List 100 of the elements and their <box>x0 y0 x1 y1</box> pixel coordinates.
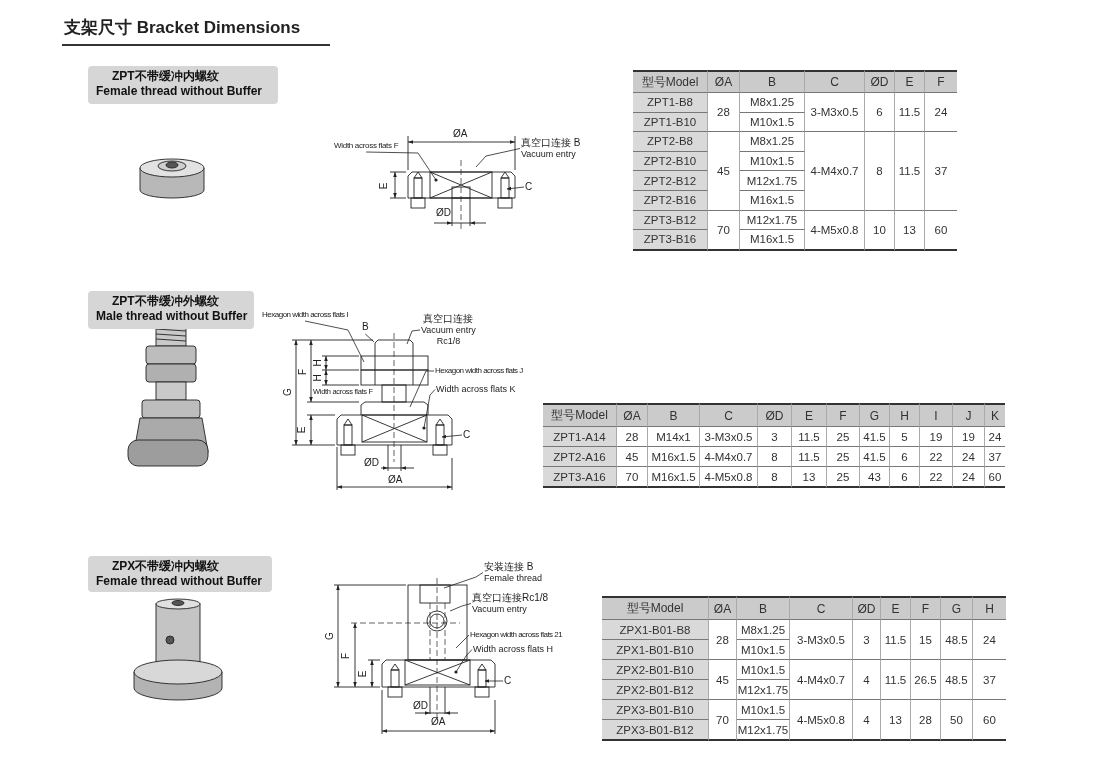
header-cell: F <box>827 403 860 427</box>
table-cell: M12x1.75 <box>737 680 790 700</box>
table-cell: 25 <box>827 467 860 488</box>
table-cell: 45 <box>617 447 648 467</box>
leader-line <box>455 634 470 649</box>
table-cell: M10x1.5 <box>740 151 805 172</box>
callout-text: Width across flats F <box>334 141 399 151</box>
table-cell: M12x1.75 <box>740 171 805 191</box>
table-cell: ZPT2-B16 <box>633 191 708 211</box>
table-cell: 24 <box>953 467 985 488</box>
dimension-label: H <box>311 359 324 367</box>
table-cell: ZPT1-A14 <box>543 427 617 447</box>
dimension-label: ØA <box>388 474 403 486</box>
header-cell: E <box>792 403 827 427</box>
table-cell: 19 <box>953 427 985 447</box>
table-cell: M10x1.5 <box>737 700 790 720</box>
section-title: ZPX不带缓冲内螺纹 <box>111 559 221 574</box>
callout-text: Vacuum entry <box>521 149 577 160</box>
table-cell: 13 <box>881 700 911 741</box>
table-cell: M8x1.25 <box>737 620 790 640</box>
header-cell: B <box>737 596 790 620</box>
leader-line <box>449 603 472 612</box>
header-cell: G <box>941 596 973 620</box>
dimension-label: H <box>311 374 324 382</box>
table-cell: M12x1.75 <box>740 210 805 231</box>
table-cell: 3-M3x0.5 <box>700 427 758 447</box>
callout-text: Rc1/8 <box>435 336 462 347</box>
callout-text: Hexagon width across flats J <box>435 366 523 376</box>
table-cell: 41.5 <box>860 427 890 447</box>
table-cell: ZPT3-A16 <box>543 467 617 488</box>
table-cell: 41.5 <box>860 447 890 467</box>
table-cell: ZPT2-B12 <box>633 171 708 191</box>
section-label-box <box>88 66 278 104</box>
callout-text: 安装连接 B <box>484 561 535 573</box>
table-cell: 28 <box>709 620 737 660</box>
header-cell: H <box>890 403 920 427</box>
table-cell: 45 <box>708 132 740 211</box>
dimension-label: E <box>378 182 391 190</box>
table-cell: 70 <box>708 210 740 251</box>
table-cell: M16x1.5 <box>648 467 700 488</box>
table-cell: ZPT2-B8 <box>633 132 708 152</box>
section-title: ZPT不带缓冲内螺纹 <box>111 69 220 84</box>
table-cell: M16x1.5 <box>648 447 700 467</box>
table-cell: 8 <box>865 132 895 211</box>
table-cell: 11.5 <box>895 132 925 211</box>
header-cell: ØA <box>617 403 648 427</box>
section-label-box <box>88 556 272 592</box>
header-cell: ØD <box>853 596 881 620</box>
dimension-label: G <box>281 388 294 396</box>
table-cell: 25 <box>827 427 860 447</box>
dimension-label: ØD <box>364 457 379 469</box>
header-cell: G <box>860 403 890 427</box>
header-cell: B <box>648 403 700 427</box>
section-subtitle: Female thread without Buffer <box>96 574 263 589</box>
table-cell: 4 <box>853 660 881 700</box>
dimension-label: ØD <box>436 207 451 219</box>
table-cell: 22 <box>920 467 953 488</box>
table-cell: ZPX2-B01-B12 <box>602 680 709 700</box>
header-cell: J <box>953 403 985 427</box>
table-cell: 3-M3x0.5 <box>790 620 853 660</box>
table-cell: M8x1.25 <box>740 93 805 113</box>
table-cell: 28 <box>708 93 740 133</box>
header-cell: C <box>700 403 758 427</box>
header-cell: 型号Model <box>602 596 709 620</box>
header-cell: ØA <box>708 70 740 93</box>
table-cell: 4-M4x0.7 <box>700 447 758 467</box>
header-cell: F <box>911 596 941 620</box>
header-cell: ØA <box>709 596 737 620</box>
callout-text: Hexagon width across flats 21 <box>470 630 563 640</box>
table-cell: M10x1.5 <box>740 112 805 133</box>
header-cell: E <box>881 596 911 620</box>
table-cell: 13 <box>895 210 925 251</box>
table-cell: 3-M3x0.5 <box>805 93 865 133</box>
table-cell: 50 <box>941 700 973 741</box>
table-cell: 70 <box>709 700 737 741</box>
table-cell: 11.5 <box>792 447 827 467</box>
table-cell: 11.5 <box>881 660 911 700</box>
leader-line <box>406 329 421 345</box>
table-cell: 43 <box>860 467 890 488</box>
table-cell: 4 <box>853 700 881 741</box>
table-cell: 8 <box>758 447 792 467</box>
leader-line <box>443 572 484 589</box>
callout-text: C <box>525 181 533 193</box>
table-cell: 19 <box>920 427 953 447</box>
table-cell: M10x1.5 <box>737 640 790 660</box>
table-cell: ZPT1-B10 <box>633 112 708 133</box>
table-cell: M8x1.25 <box>740 132 805 152</box>
callout-text: C <box>463 429 471 441</box>
leader-line <box>409 370 435 408</box>
dimension-label: F <box>340 652 353 660</box>
table-cell: 48.5 <box>941 660 973 700</box>
table-cell: ZPX1-B01-B10 <box>602 640 709 660</box>
table-cell: 4-M5x0.8 <box>790 700 853 741</box>
table-cell: 28 <box>911 700 941 741</box>
table-cell: ZPX3-B01-B12 <box>602 720 709 741</box>
header-cell: ØD <box>865 70 895 93</box>
table-cell: 13 <box>792 467 827 488</box>
callout-text: Vacuum entry <box>421 325 476 336</box>
callout-text: 真空口连接 B <box>521 137 581 149</box>
table-cell: 5 <box>890 427 920 447</box>
